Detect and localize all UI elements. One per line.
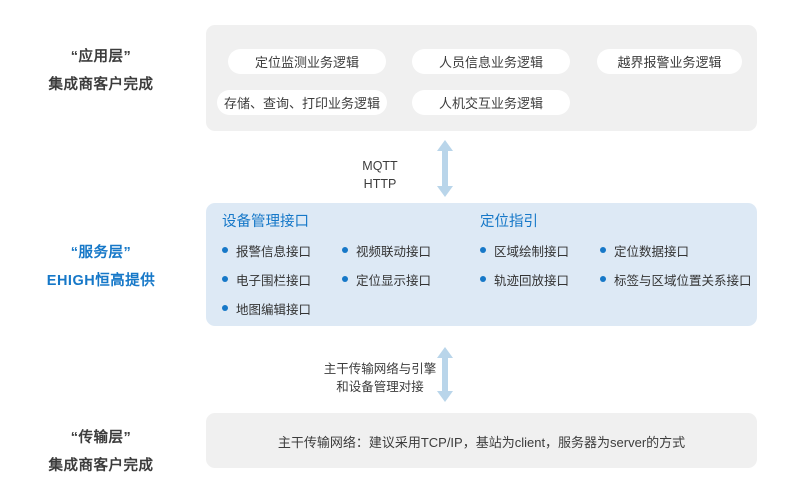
- bullet-icon: [222, 305, 228, 311]
- service-item[interactable]: 地图编辑接口: [222, 299, 342, 318]
- connector-label-app-to-service: MQTT HTTP: [330, 157, 430, 193]
- layer-title-application: “应用层”: [70, 49, 132, 65]
- service-item-label: 电子围栏接口: [236, 273, 312, 288]
- app-item-pill[interactable]: 越界报警业务逻辑: [597, 49, 742, 74]
- service-item-label: 报警信息接口: [236, 244, 312, 259]
- service-group-items: 报警信息接口 视频联动接口 电子围栏接口 定位显示接口: [222, 241, 462, 318]
- service-item-label: 视频联动接口: [356, 244, 432, 259]
- service-item-label: 标签与区域位置关系接口: [614, 273, 752, 288]
- transport-layer-panel: [206, 413, 757, 468]
- bullet-icon: [222, 247, 228, 253]
- service-group-title: 设备管理接口: [222, 214, 309, 230]
- connector-label-line2: 和设备管理对接: [336, 380, 424, 395]
- bullet-icon: [480, 247, 486, 253]
- service-item-row: 轨迹回放接口 标签与区域位置关系接口: [480, 270, 752, 289]
- connector-label-line1: 主干传输网络与引擎: [323, 362, 437, 376]
- service-item[interactable]: 标签与区域位置关系接口: [600, 270, 752, 289]
- service-item[interactable]: 电子围栏接口: [222, 270, 342, 289]
- service-item-label: 定位显示接口: [356, 273, 432, 288]
- service-item-row: 地图编辑接口: [222, 299, 462, 318]
- service-group-positioning-guide: 定位指引 区域绘制接口 定位数据接口 轨迹回放接口 标: [480, 215, 752, 289]
- double-arrow-vertical-icon: [436, 347, 454, 407]
- app-item-pill[interactable]: 存储、查询、打印业务逻辑: [217, 90, 387, 115]
- layer-label-transport: “传输层” 集成商客户完成: [8, 425, 194, 480]
- layer-title-service: “服务层”: [70, 245, 132, 261]
- layer-title-transport: “传输层”: [70, 430, 132, 446]
- layer-subtitle-service: EHIGH恒高提供: [46, 272, 156, 289]
- app-item-pill[interactable]: 人员信息业务逻辑: [412, 49, 570, 74]
- application-layer-panel: [206, 25, 757, 131]
- service-item-row: 电子围栏接口 定位显示接口: [222, 270, 462, 289]
- service-item-label: 地图编辑接口: [236, 302, 312, 317]
- connector-label-line2: HTTP: [363, 177, 397, 192]
- bullet-icon: [342, 276, 348, 282]
- layer-subtitle-transport: 集成商客户完成: [48, 457, 154, 474]
- double-arrow-vertical-icon: [436, 140, 454, 202]
- service-item[interactable]: 轨迹回放接口: [480, 270, 600, 289]
- bullet-icon: [600, 276, 606, 282]
- bullet-icon: [342, 247, 348, 253]
- bullet-icon: [222, 276, 228, 282]
- service-item[interactable]: 定位显示接口: [342, 270, 462, 289]
- layer-label-application: “应用层” 集成商客户完成: [8, 44, 194, 99]
- service-group-items: 区域绘制接口 定位数据接口 轨迹回放接口 标签与区域位置关系接口: [480, 241, 752, 289]
- service-layer-panel: [206, 203, 757, 326]
- service-item[interactable]: 区域绘制接口: [480, 241, 600, 260]
- service-item-label: 定位数据接口: [614, 244, 690, 259]
- connector-label-service-to-transport: 主干传输网络与引擎 和设备管理对接: [318, 360, 442, 396]
- service-item[interactable]: 报警信息接口: [222, 241, 342, 260]
- bullet-icon: [480, 276, 486, 282]
- service-group-device-management: 设备管理接口 报警信息接口 视频联动接口 电子围栏接口: [222, 215, 462, 318]
- layer-subtitle-application: 集成商客户完成: [48, 76, 154, 93]
- bullet-icon: [600, 247, 606, 253]
- app-item-pill[interactable]: 人机交互业务逻辑: [412, 90, 570, 115]
- service-item-row: 区域绘制接口 定位数据接口: [480, 241, 752, 260]
- service-item-label: 轨迹回放接口: [494, 273, 570, 288]
- layer-label-service: “服务层” EHIGH恒高提供: [8, 240, 194, 295]
- service-group-title: 定位指引: [480, 214, 538, 230]
- service-item-label: 区域绘制接口: [494, 244, 570, 259]
- connector-label-line1: MQTT: [362, 159, 398, 173]
- service-item[interactable]: 定位数据接口: [600, 241, 689, 260]
- transport-layer-note: 主干传输网络：建议采用TCP/IP，基站为client，服务器为server的方…: [277, 435, 686, 450]
- app-item-pill[interactable]: 定位监测业务逻辑: [228, 49, 386, 74]
- service-item-row: 报警信息接口 视频联动接口: [222, 241, 462, 260]
- service-item[interactable]: 视频联动接口: [342, 241, 462, 260]
